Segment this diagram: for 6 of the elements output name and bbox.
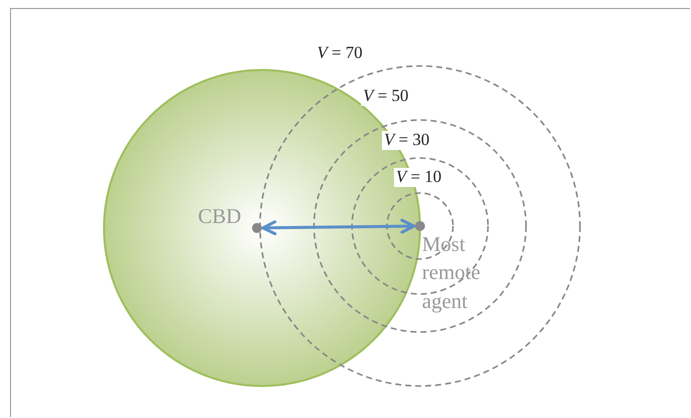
contour-label: V = 50 [361, 87, 410, 106]
point-label: CBD [198, 203, 242, 230]
point-label: Most remote agent [422, 231, 482, 315]
contour-label: V = 10 [394, 168, 444, 187]
double-headed-arrow [262, 218, 416, 236]
contour-label: V = 30 [382, 131, 432, 150]
